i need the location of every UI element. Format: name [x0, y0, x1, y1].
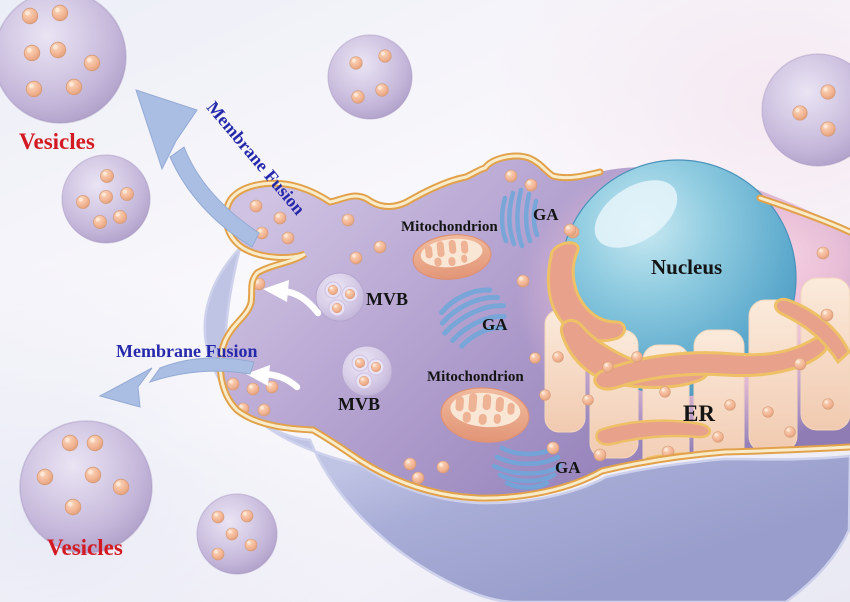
- ga-label-mid: GA: [482, 315, 508, 334]
- mitochondrion-top: [412, 234, 492, 280]
- vesicle-left-mid: [61, 154, 151, 244]
- cell-outer-body: [203, 243, 850, 602]
- golgi-top: [499, 187, 540, 249]
- fusion-arrow-bottom-white: [246, 365, 301, 391]
- mvb-top-graphic: [315, 272, 365, 322]
- mitochondrion-label-top: Mitochondrion: [401, 219, 498, 235]
- mitochondrion-bottom: [440, 387, 530, 443]
- mvb-label-bottom: MVB: [338, 394, 380, 414]
- golgi-mid: [439, 287, 507, 349]
- nucleus-label: Nucleus: [651, 255, 723, 279]
- membrane-fusion-arrow-top: [135, 89, 260, 248]
- fusion-arrow-top-white: [263, 280, 322, 317]
- er-label: ER: [683, 401, 715, 426]
- membrane-fusion-label-bottom: Membrane Fusion: [116, 341, 258, 361]
- vesicle-top-left: [0, 0, 127, 124]
- vesicle-top-right: [761, 53, 850, 167]
- ga-label-bottom: GA: [555, 458, 581, 477]
- mvb-label-top: MVB: [366, 289, 408, 309]
- vesicle-top-mid: [327, 34, 413, 120]
- vesicle-bottom-left: [19, 420, 153, 554]
- mitochondrion-label-bottom: Mitochondrion: [427, 369, 524, 385]
- ga-label-top: GA: [533, 205, 559, 224]
- vesicle-bottom-mid: [196, 493, 278, 575]
- membrane-fusion-arrow-bottom: [98, 357, 255, 408]
- vesicles-label-bottom: Vesicles: [47, 535, 123, 560]
- mvb-bottom-graphic: [341, 345, 393, 397]
- vesicles-label-top: Vesicles: [19, 129, 95, 154]
- cell-membrane: [216, 152, 850, 502]
